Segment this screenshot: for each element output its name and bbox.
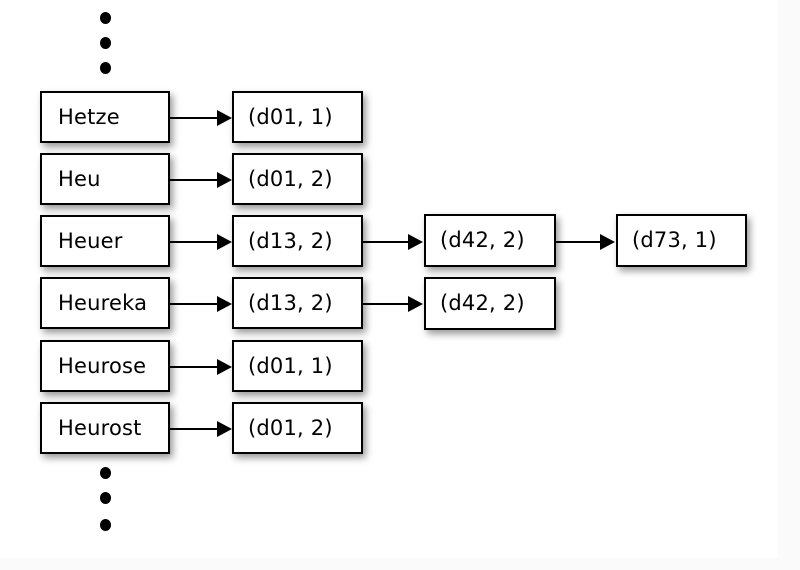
posting-label: (d42, 2) (440, 228, 525, 252)
term-box: Heuer (40, 215, 170, 267)
edge-line (363, 303, 409, 305)
edge-line (170, 366, 218, 368)
ellipsis-dot-top (100, 37, 111, 49)
term-label: Heurost (58, 415, 142, 440)
posting-label: (d01, 1) (248, 104, 333, 129)
edge-line (170, 117, 218, 119)
ellipsis-dot-bottom (100, 467, 111, 479)
term-box: Heurost (40, 402, 170, 454)
term-label: Heu (58, 166, 101, 191)
posting-box: (d01, 1) (232, 340, 363, 392)
edge-line (170, 303, 218, 305)
term-label: Heuer (58, 228, 123, 253)
posting-label: (d13, 2) (248, 228, 333, 253)
term-label: Heurose (58, 353, 147, 378)
posting-box: (d42, 2) (424, 214, 556, 267)
page-margin-right (778, 0, 800, 570)
arrow-head-icon (600, 234, 615, 250)
posting-box: (d73, 1) (616, 214, 747, 267)
arrow-head-icon (217, 359, 232, 375)
posting-label: (d73, 1) (632, 228, 717, 252)
posting-box: (d13, 2) (232, 277, 363, 329)
ellipsis-dot-top (100, 12, 111, 24)
ellipsis-dot-bottom (100, 492, 111, 504)
ellipsis-dot-bottom (100, 519, 111, 531)
arrow-head-icon (217, 234, 232, 250)
posting-label: (d01, 2) (248, 166, 333, 191)
term-label: Hetze (58, 104, 120, 129)
term-box: Hetze (40, 91, 170, 143)
arrow-head-icon (408, 296, 423, 312)
posting-label: (d13, 2) (248, 290, 333, 315)
term-box: Heurose (40, 340, 170, 392)
posting-box: (d13, 2) (232, 215, 363, 267)
arrow-head-icon (408, 234, 423, 250)
posting-label: (d01, 2) (248, 415, 333, 440)
edge-line (170, 179, 218, 181)
arrow-head-icon (217, 421, 232, 437)
arrow-head-icon (217, 110, 232, 126)
arrow-head-icon (217, 172, 232, 188)
ellipsis-dot-top (100, 62, 111, 74)
posting-box: (d01, 2) (232, 153, 363, 205)
edge-line (170, 241, 218, 243)
posting-box: (d42, 2) (424, 277, 556, 330)
posting-label: (d01, 1) (248, 353, 333, 378)
posting-label: (d42, 2) (440, 291, 525, 315)
edge-line (363, 241, 409, 243)
term-box: Heu (40, 153, 170, 205)
posting-box: (d01, 1) (232, 91, 363, 143)
term-label: Heureka (58, 290, 148, 315)
arrow-head-icon (217, 296, 232, 312)
edge-line (556, 241, 601, 243)
term-box: Heureka (40, 277, 170, 329)
posting-box: (d01, 2) (232, 402, 363, 454)
edge-line (170, 428, 218, 430)
page-margin-bottom (0, 558, 800, 570)
